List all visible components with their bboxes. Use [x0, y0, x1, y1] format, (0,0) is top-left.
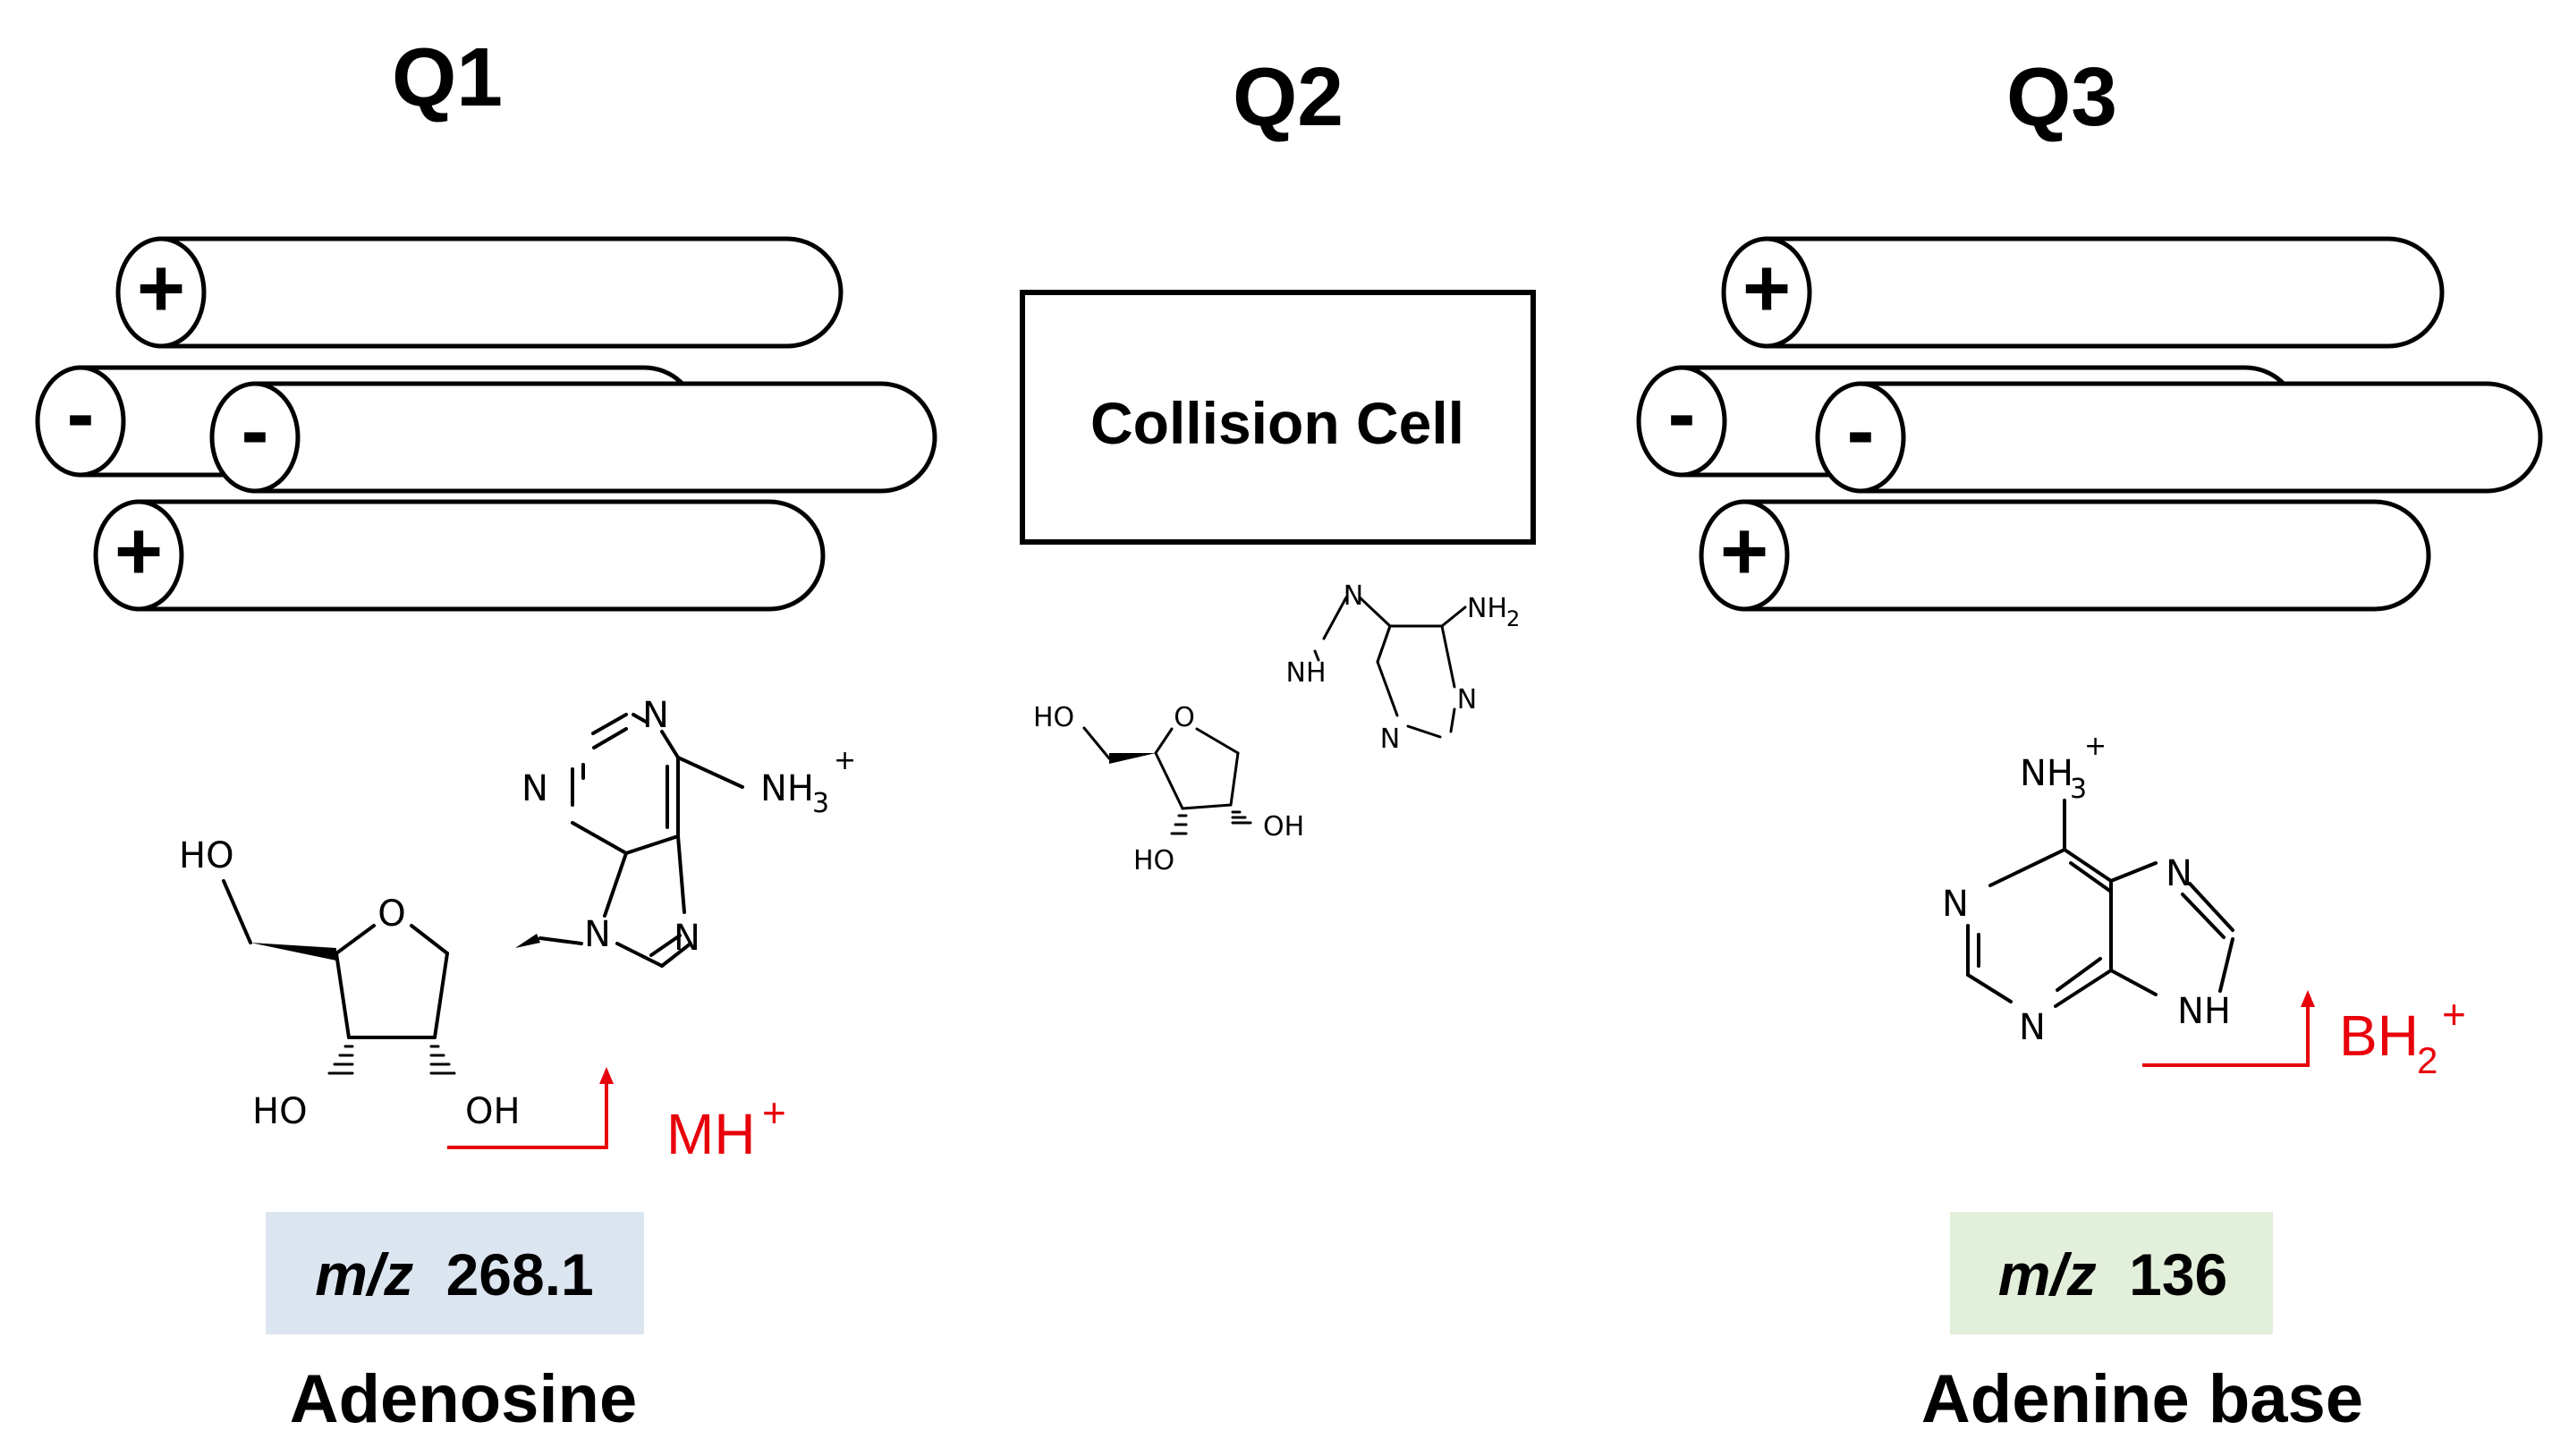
adenine-base-nh3-group: NH 3 + — [2020, 731, 2107, 805]
q1-plus-sign-top: + — [137, 241, 185, 334]
q1-mz-label: m/z 268.1 — [315, 1241, 594, 1308]
bh2-ion-subscript: 2 — [2417, 1039, 2438, 1081]
q3-heading: Q3 — [2006, 50, 2117, 143]
q3-mz-label: m/z 136 — [1998, 1241, 2228, 1308]
q1-mz-background — [266, 1212, 644, 1334]
hashed-bond-right — [429, 1045, 456, 1075]
q3-quadrupole: - + - + — [1636, 236, 2543, 612]
q3-plus-sign-top: + — [1742, 241, 1791, 334]
q3-plus-sign-bottom: + — [1720, 504, 1768, 597]
ribose-fragment-ho-top: HO — [1033, 702, 1074, 733]
wedge-bond — [515, 934, 540, 948]
ribose-fragment-oh: OH — [1263, 811, 1304, 842]
adenosine-bonds — [222, 713, 744, 1075]
adenine-base-nh3-label: NH — [2020, 753, 2073, 794]
fragment-n-top: N — [1344, 580, 1363, 612]
adenosine-nh3-charge: + — [834, 745, 856, 776]
adenosine-ring-oxygen: O — [377, 893, 405, 935]
q3-minus-sign-back: - — [1668, 367, 1696, 460]
adenosine-nh3-label: NH — [760, 768, 814, 809]
adenosine-n9: N — [584, 914, 611, 955]
q1-rod-plus-top: + — [115, 236, 844, 349]
ribose-fragment-q2: O HO HO OH — [1033, 702, 1304, 876]
fragment-nh: NH — [1286, 657, 1327, 689]
q3-rod-plus-top: + — [1721, 236, 2445, 349]
q1-rod-plus-bottom: + — [93, 499, 826, 612]
collision-cell-label: Collision Cell — [1090, 390, 1464, 456]
adenine-base-nh9: NH — [2177, 991, 2231, 1032]
q1-mz-badge: m/z 268.1 — [266, 1212, 644, 1334]
wedge-bond-ch2 — [250, 943, 336, 961]
mh-ion-text: MH — [666, 1102, 756, 1166]
bh2-ion-label: BH 2 + — [2339, 991, 2466, 1081]
bh2-ion-arrow — [2142, 990, 2315, 1067]
q1-minus-sign-back: - — [67, 367, 95, 460]
adenine-base-structure: NH 3 + N N N NH — [1942, 731, 2234, 1048]
adenosine-ho-bottom: HO — [252, 1091, 308, 1132]
adenosine-n1: N — [642, 695, 669, 736]
collision-cell-box — [1020, 290, 1536, 545]
q1-plus-sign-bottom: + — [114, 504, 163, 597]
adenine-fragment-q2: N NH NH 2 N N — [1286, 580, 1521, 755]
adenosine-oh-bottom: OH — [465, 1091, 521, 1132]
adenosine-nh3-group: NH 3 + — [760, 745, 856, 819]
q1-heading: Q1 — [392, 30, 503, 123]
mh-ion-label: MH + — [666, 1089, 786, 1166]
q3-mz-prefix: m/z — [1998, 1241, 2097, 1308]
fragment-n-bottom: N — [1380, 724, 1400, 755]
fragment-n-right: N — [1457, 684, 1477, 715]
ribose-fragment-ho-bottom: HO — [1133, 845, 1174, 876]
fragment-nh2-subscript: 2 — [1506, 606, 1520, 631]
adenine-base-n1: N — [1942, 884, 1969, 925]
q1-rod-minus-front: - — [209, 381, 937, 494]
hashed-bond-left — [327, 1045, 354, 1075]
adenine-fragment-bonds — [1313, 596, 1467, 739]
q3-mz-value: 136 — [2129, 1241, 2227, 1308]
bh2-ion-charge: + — [2442, 991, 2466, 1037]
q1-minus-sign-front: - — [242, 384, 269, 477]
q2-heading: Q2 — [1233, 50, 1344, 143]
mh-ion-charge: + — [762, 1089, 786, 1136]
q3-mz-background — [1950, 1212, 2273, 1334]
adenosine-structure: N N N N NH 3 + O HO HO OH — [179, 695, 856, 1132]
fragment-nh2-group: NH 2 — [1467, 593, 1520, 631]
collision-cell: Collision Cell — [1020, 290, 1536, 545]
q1-compound-name: Adenosine — [290, 1361, 638, 1437]
adenine-base-n7: N — [2166, 853, 2192, 894]
adenosine-n7: N — [674, 918, 700, 959]
q3-rod-plus-bottom: + — [1699, 499, 2431, 612]
q3-compound-name: Adenine base — [1921, 1361, 2363, 1437]
ribose-fragment-oxygen: O — [1174, 702, 1195, 733]
adenosine-ho-top: HO — [179, 835, 234, 876]
q1-mz-value: 268.1 — [446, 1241, 594, 1308]
q3-rod-minus-front: - — [1815, 381, 2543, 494]
q1-mz-prefix: m/z — [315, 1241, 413, 1308]
adenosine-nh3-subscript: 3 — [812, 788, 829, 819]
fragment-nh2-label: NH — [1467, 593, 1507, 624]
adenine-base-nh3-charge: + — [2084, 731, 2107, 762]
ribose-fragment-bonds — [1082, 726, 1240, 810]
adenine-base-bonds — [1966, 799, 2234, 1008]
adenosine-n3: N — [521, 768, 548, 809]
ribose-fragment-hash-right — [1231, 810, 1252, 825]
ribose-fragment-hash-left — [1170, 814, 1188, 835]
adenine-base-nh3-subscript: 3 — [2070, 774, 2087, 805]
q3-minus-sign-front: - — [1847, 384, 1875, 477]
q1-quadrupole: - + - + — [35, 236, 937, 612]
mh-ion-arrow — [447, 1067, 614, 1149]
adenine-base-n3: N — [2019, 1007, 2046, 1048]
bh2-ion-text: BH — [2339, 1003, 2419, 1068]
q3-mz-badge: m/z 136 — [1950, 1212, 2273, 1334]
